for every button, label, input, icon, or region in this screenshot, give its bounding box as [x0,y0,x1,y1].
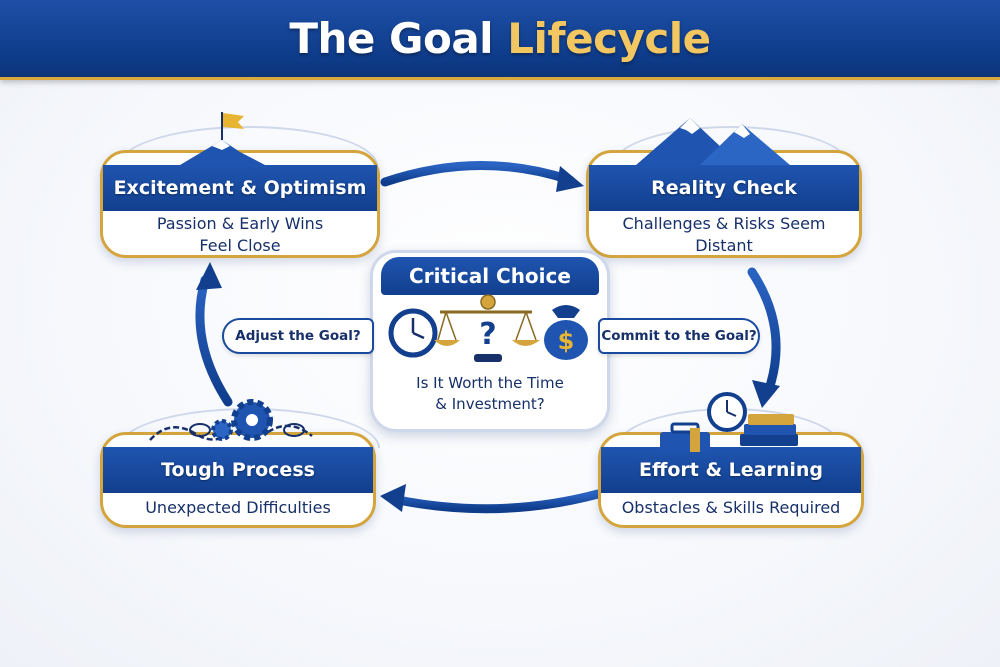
card-line: Distant [695,236,753,255]
card-line: Feel Close [199,236,281,255]
clock-icon [707,392,747,432]
gear-icon [211,399,273,441]
header-banner: The Goal Lifecycle [0,0,1000,80]
arrow-right [747,267,781,408]
card-line: Passion & Early Wins [156,214,324,233]
center-title: Critical Choice [381,257,599,295]
card-title: Reality Check [589,165,859,211]
card-reality: Reality Check Challenges & Risks Seem Di… [586,150,862,258]
card-line: Challenges & Risks Seem [622,214,826,233]
arrow-bottom [380,484,603,514]
arrow-top [380,161,584,192]
page-title: The Goal Lifecycle [289,14,711,63]
card-title: Excitement & Optimism [103,165,377,211]
title-main: The Goal [289,14,494,63]
arrow-left [195,262,233,407]
center-line: Is It Worth the Time [416,374,564,392]
center-line: & Investment? [435,395,545,413]
card-subtitle: Unexpected Difficulties [103,497,373,519]
card-line: Obstacles & Skills Required [621,498,841,517]
toolbox-icon [660,422,710,452]
center-subtitle: Is It Worth the Time & Investment? [373,373,607,415]
card-title: Tough Process [103,447,373,493]
card-line: Unexpected Difficulties [145,498,331,517]
card-effort: Effort & Learning Obstacles & Skills Req… [598,432,864,528]
dollar-glyph: $ [558,327,575,355]
money-bag-icon: $ [544,305,588,360]
card-subtitle: Obstacles & Skills Required [601,497,861,519]
clock-icon [388,308,438,358]
card-subtitle: Challenges & Risks Seem Distant [589,213,859,257]
scale-icon [434,294,540,362]
card-excitement: Excitement & Optimism Passion & Early Wi… [100,150,380,258]
commit-goal-label: Commit to the Goal? [598,318,760,354]
books-icon [740,414,798,446]
question-mark-icon: ? [479,317,496,352]
title-accent: Lifecycle [507,14,711,63]
card-subtitle: Passion & Early Wins Feel Close [103,213,377,257]
adjust-goal-label: Adjust the Goal? [222,318,374,354]
card-title: Effort & Learning [601,447,861,493]
chain-icon [149,423,313,441]
